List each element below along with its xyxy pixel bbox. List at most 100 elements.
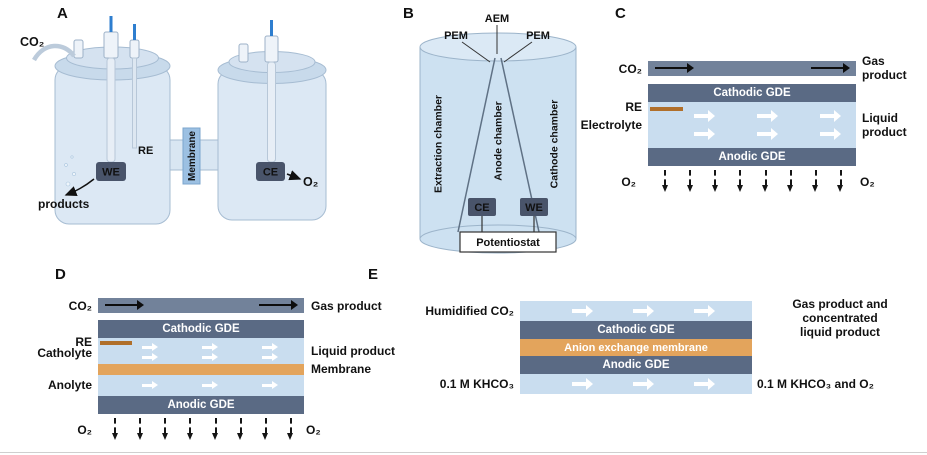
reference-electrode-rod [132, 57, 137, 149]
membrane-bar [98, 364, 304, 375]
products-label: products [38, 197, 90, 211]
membrane-strip [182, 127, 201, 185]
cylinder-top [419, 32, 577, 62]
o2-arrow-icon [136, 418, 143, 440]
khco3-in-label: 0.1 M KHCO₃ [439, 377, 514, 391]
co2-label: CO₂ [20, 35, 44, 49]
products-arrow-icon [64, 178, 95, 196]
flow-arrow-icon [820, 128, 841, 140]
flow-arrow-icon [694, 305, 715, 317]
anode-chamber-label: Anode chamber [493, 101, 505, 180]
o2-arrow-icon [787, 170, 794, 192]
o2-arrow-icon [736, 170, 743, 192]
o2-arrow-icon [212, 418, 219, 440]
reference-electrode-icon [650, 107, 683, 111]
anode-flow-channel [520, 374, 752, 394]
flow-arrow-icon [142, 353, 158, 361]
gas-product-label: Gas product and concentrated liquid prod… [792, 297, 888, 340]
o2-right-label: O₂ [306, 423, 321, 437]
anolyte-flow-arrows [142, 381, 278, 389]
ce-label: CE [263, 167, 278, 179]
flow-arrow-icon [694, 378, 715, 390]
flow-arrow-icon [202, 353, 218, 361]
flow-arrow-icon [262, 353, 278, 361]
anolyte-channel [98, 375, 304, 396]
ce-electrode-box [256, 162, 285, 181]
o2-arrow-icon [812, 170, 819, 192]
panel-a-label: A [57, 5, 68, 22]
liquid-product-label: Liquid product [862, 111, 907, 140]
cathodic-gde-bar: Cathodic GDE [648, 84, 856, 102]
o2-arrow-icon [686, 170, 693, 192]
o2-label: O₂ [303, 175, 318, 189]
o2-arrow-icon [286, 170, 302, 181]
flow-arrow-icon [820, 110, 841, 122]
electrolyte-flow-arrows [694, 128, 841, 140]
panel-e-label: E [368, 266, 379, 283]
flow-arrow-icon [633, 305, 654, 317]
flow-arrow-icon [142, 381, 158, 389]
catholyte-flow-arrows [142, 343, 278, 351]
wire-icon [270, 20, 273, 36]
o2-arrow-icon [661, 170, 668, 192]
flow-arrow-icon [633, 378, 654, 390]
o2-evolution-arrows [661, 170, 844, 194]
gas-flow-arrow-icon [655, 63, 694, 73]
pointer-line [503, 41, 533, 63]
co2-inlet-tube [32, 43, 76, 62]
we-label: WE [102, 167, 120, 179]
bubbles [64, 155, 76, 187]
re-label: RE [75, 335, 92, 349]
cathodic-gde-bar: Cathodic GDE [98, 320, 304, 338]
anodic-gde-bar: Anodic GDE [520, 356, 752, 374]
o2-arrow-icon [161, 418, 168, 440]
gas-channel-bar [98, 298, 304, 313]
flow-arrow-icon [694, 110, 715, 122]
anolyte-label: Anolyte [47, 378, 92, 392]
liquid-product-label: Liquid product [311, 344, 395, 358]
o2-arrow-icon [186, 418, 193, 440]
three-chamber-cell-illustration: AEM PEM PEM Extraction chamber Anode cha… [419, 13, 577, 254]
channel-flow-arrows [572, 378, 715, 390]
aem-label: AEM [485, 13, 509, 25]
flow-arrow-icon [262, 381, 278, 389]
o2-arrow-icon [262, 418, 269, 440]
flow-arrow-icon [572, 378, 593, 390]
o2-arrow-icon [287, 418, 294, 440]
electrolyte-flow-arrows [694, 110, 841, 122]
pem-right-label: PEM [526, 30, 550, 42]
o2-arrow-icon [711, 170, 718, 192]
hcell-illustration: WE RE products CO₂ Membrane CE O₂ [20, 16, 327, 225]
wire-icon [133, 24, 136, 40]
o2-arrow-icon [762, 170, 769, 192]
flow-arrow-icon [757, 110, 778, 122]
ce-electrode-box [468, 198, 496, 216]
re-label: RE [138, 145, 153, 157]
left-vessel-ports [73, 31, 140, 59]
flow-arrow-icon [572, 305, 593, 317]
cylinder-body [420, 47, 576, 239]
gas-channel-bar [648, 61, 856, 76]
electrolyte-channel [648, 102, 856, 148]
channel-flow-arrows [572, 305, 715, 317]
catholyte-flow-arrows [142, 353, 278, 361]
humidified-co2-label: Humidified CO₂ [425, 304, 514, 318]
gas-flow-arrow-icon [811, 63, 850, 73]
gas-product-label: Gas product [862, 54, 907, 83]
catholyte-channel [98, 338, 304, 364]
cathodic-gde-bar: Cathodic GDE [520, 321, 752, 339]
pem-membrane-line [457, 57, 496, 233]
cathode-chamber-label: Cathode chamber [549, 100, 561, 189]
potentiostat-label: Potentiostat [476, 237, 540, 249]
pointer-line [461, 41, 491, 63]
flow-arrow-icon [262, 343, 278, 351]
membrane-label: Membrane [311, 362, 372, 376]
co2-inlet-label: CO₂ [618, 62, 642, 76]
anodic-gde-bar: Anodic GDE [98, 396, 304, 414]
gas-product-label: Gas product [311, 299, 382, 313]
catholyte-label: Catholyte [37, 346, 92, 360]
cathode-flow-channel [520, 301, 752, 321]
